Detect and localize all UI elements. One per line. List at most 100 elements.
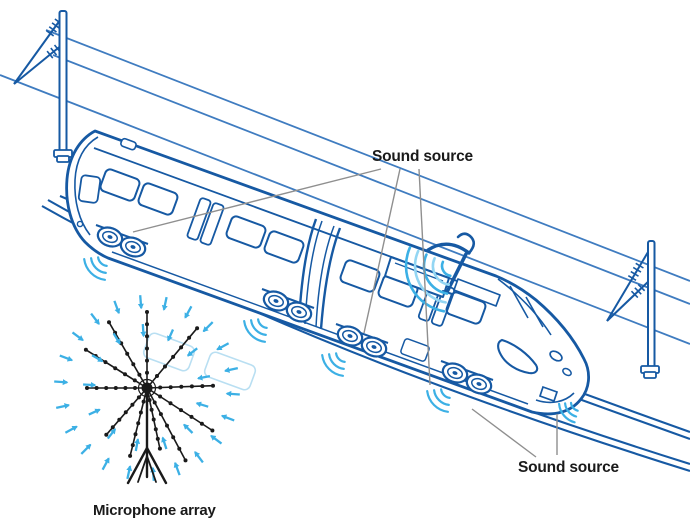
- microphone-dot-icon: [158, 394, 163, 399]
- window: [263, 230, 305, 264]
- train-illustration: [65, 129, 590, 416]
- microphone-dot-icon: [123, 386, 128, 390]
- insulator-icon: [627, 262, 644, 283]
- microphone-dot-icon: [136, 421, 141, 426]
- microphone-dot-icon: [133, 432, 138, 437]
- incoming-sound-arrow-icon: [140, 324, 147, 338]
- microphone-dot-icon: [83, 347, 88, 352]
- door-pane: [199, 202, 225, 246]
- leader-line: [471, 408, 537, 458]
- incoming-sound-arrow-icon: [161, 436, 168, 450]
- contact-wire: [0, 74, 690, 345]
- insulator-icon: [629, 283, 646, 300]
- incoming-sound-arrow-icon: [197, 374, 211, 381]
- nose-stripe: [509, 285, 529, 319]
- catenary-wire: [52, 54, 690, 305]
- microphone-dot-icon: [163, 364, 167, 369]
- rear-face-line: [74, 136, 99, 236]
- label-sound-source-top: Sound source: [372, 148, 474, 165]
- microphone-dot-icon: [131, 362, 136, 367]
- incoming-sound-arrow-icon: [173, 461, 181, 476]
- incoming-sound-arrow-icon: [71, 331, 84, 342]
- incoming-sound-arrow-icon: [106, 428, 117, 440]
- window: [137, 182, 179, 216]
- sound-wave-arc: [250, 319, 267, 336]
- catenary-pole-right: [606, 240, 660, 379]
- microphone-dot-icon: [94, 386, 99, 390]
- incoming-sound-arrow-icon: [126, 465, 133, 480]
- sound-wave-arc: [404, 246, 446, 313]
- microphone-dot-icon: [158, 385, 163, 390]
- leader-line: [363, 168, 401, 334]
- incoming-sound-arrow-icon: [216, 342, 230, 351]
- chin-line: [535, 392, 575, 404]
- microphone-dot-icon: [145, 370, 149, 375]
- microphone-dot-icon: [113, 386, 118, 390]
- microphone-dot-icon: [130, 402, 135, 407]
- mic-array-spoke: [146, 387, 215, 433]
- mic-array-spoke: [145, 310, 149, 388]
- rear-light: [76, 220, 84, 228]
- microphone-dot-icon: [168, 385, 173, 390]
- underfloor-box: [400, 338, 430, 362]
- incoming-sound-arrow-icon: [91, 354, 104, 363]
- incoming-sound-arrow-icon: [55, 403, 70, 410]
- microphone-dot-icon: [168, 401, 173, 406]
- microphone-dot-icon: [123, 410, 128, 415]
- microphone-dot-icon: [158, 412, 163, 417]
- farside-panels: [142, 332, 257, 391]
- pole-base: [56, 155, 70, 163]
- mic-array-spoke: [146, 387, 162, 451]
- mic-array-spoke: [107, 320, 148, 389]
- sound-wave-arc: [433, 389, 450, 406]
- coupler: [538, 385, 559, 403]
- bogies: [95, 224, 494, 395]
- window: [99, 168, 141, 202]
- mic-array-spoke: [146, 387, 188, 463]
- incoming-sound-arrow-icon: [134, 438, 141, 452]
- microphone-dot-icon: [136, 395, 141, 400]
- sound-wave-arc: [83, 258, 106, 281]
- sound-wave-arc: [422, 253, 449, 295]
- sound-wave-arc: [335, 352, 346, 363]
- sound-wave-arc: [440, 260, 452, 278]
- microphone-dot-icon: [153, 427, 158, 432]
- pole-base: [643, 371, 657, 379]
- microphone-dot-icon: [104, 386, 109, 390]
- incoming-sound-arrow-icon: [54, 379, 69, 386]
- incoming-sound-arrow-icon: [195, 401, 209, 408]
- microphone-dot-icon: [113, 366, 118, 371]
- incoming-sound-arrow-icon: [59, 354, 74, 362]
- nose-stripe: [525, 296, 544, 328]
- sound-waves-icon: [83, 256, 108, 281]
- sound-waves-icon: [404, 246, 452, 313]
- incoming-sound-arrow-icon: [80, 443, 92, 455]
- sound-wave-arc: [426, 390, 449, 413]
- bogie: [335, 323, 389, 358]
- microphone-dot-icon: [189, 414, 194, 419]
- microphone-dot-icon: [145, 334, 149, 339]
- incoming-sound-arrow-icon: [210, 434, 223, 445]
- incoming-sound-arrow-icon: [202, 321, 214, 333]
- incoming-sound-arrow-icon: [88, 408, 101, 416]
- mic-array-hub: [141, 382, 153, 394]
- roof-antenna-box: [120, 137, 137, 151]
- sound-wave-arc: [328, 353, 345, 370]
- leader-line: [132, 168, 382, 233]
- sound-wave-arc: [243, 320, 266, 343]
- microphone-dot-icon: [103, 360, 108, 365]
- sound-waves-icon: [426, 388, 451, 413]
- headlight: [549, 350, 563, 362]
- microphone-dot-icon: [177, 446, 182, 451]
- microphone-dot-icon: [85, 386, 89, 390]
- microphone-dot-icon: [145, 310, 149, 314]
- incoming-sound-arrow-icon: [225, 390, 240, 397]
- microphone-dot-icon: [141, 399, 146, 404]
- sound-wave-arc: [558, 402, 576, 424]
- wheel: [119, 236, 147, 258]
- microphone-dot-icon: [133, 386, 137, 390]
- leader-lines-layer: [132, 168, 558, 458]
- mic-array-spoke: [128, 387, 148, 458]
- overhead-wires: [0, 29, 690, 345]
